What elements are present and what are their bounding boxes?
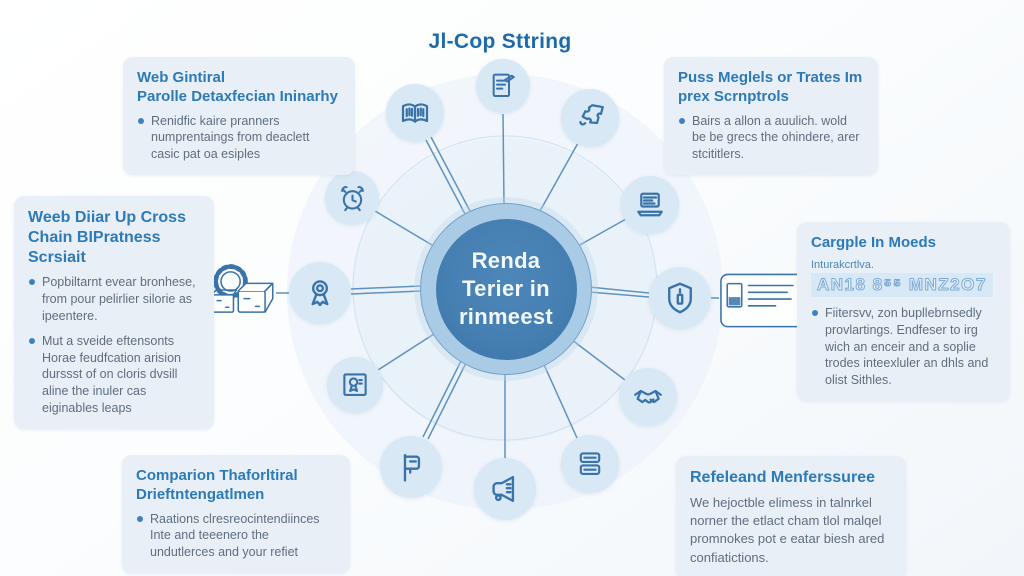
central-hub: Renda Terier in rinmeest	[420, 203, 592, 375]
node-bottom	[474, 458, 536, 520]
spoke-bottom-left-a	[422, 356, 464, 438]
server-stack-icon	[579, 452, 601, 475]
certificate-icon	[343, 373, 367, 396]
callout-top-left-bullet: Renidfic kaire pranners numprentaings fr…	[137, 113, 341, 164]
central-hub-label: Renda Terier in rinmeest	[458, 247, 554, 330]
node-top	[476, 59, 530, 113]
spoke-right-a	[588, 286, 650, 294]
callout-bottom-right-body: We hejoctble elimess in talnrkel norner …	[690, 495, 885, 565]
callout-bottom-left-title: Comparion Thaforltiral Drieftntengatlmen	[136, 467, 298, 503]
document-edit-icon	[492, 73, 515, 97]
node-left-lower	[327, 357, 383, 413]
node-left-upper	[325, 171, 379, 225]
shield-package-icon	[668, 282, 692, 314]
spoke-bottom-right	[540, 357, 578, 439]
node-right-upper	[621, 176, 679, 234]
callout-left: Weeb Diiar Up Cross Chain BIPratness Scr…	[14, 196, 214, 429]
callout-bottom-left-list: Raations clresreocintendiinces Inte and …	[136, 511, 336, 562]
callout-top-left-list: Renidfic kaire pranners numprentaings fr…	[137, 113, 341, 164]
spoke-upper-left-a	[425, 139, 466, 215]
callout-left-bullet-2: Mut a sveide eftensonts Horae feudfcatio…	[28, 333, 200, 417]
node-right-lower	[619, 368, 677, 426]
callout-right-bullet: Fiitersvv, zon bupllebrnsedly provlartin…	[811, 305, 996, 389]
handshake-icon	[634, 389, 662, 404]
spoke-top	[502, 113, 505, 205]
spoke-upper-right	[539, 142, 579, 212]
callout-right-title: Cargple In Moeds	[811, 234, 937, 251]
callout-top-right-list: Bairs a allon a auulich. wold be be grec…	[678, 113, 864, 164]
callout-top-right: Puss Meglels or Trates Im prex Scrnptrol…	[664, 57, 878, 176]
id-card-illustration	[718, 272, 808, 330]
puzzle-piece-icon	[579, 104, 604, 126]
page-title: Jl-Cop Sttring	[428, 30, 572, 53]
alarm-clock-icon	[340, 185, 364, 211]
spoke-right-b	[588, 291, 650, 298]
central-hub-disk: Renda Terier in rinmeest	[435, 218, 577, 360]
node-upper-right	[561, 89, 619, 147]
callout-bottom-left-bullet: Raations clresreocintendiinces Inte and …	[136, 511, 336, 562]
laptop-icon	[637, 192, 663, 217]
medal-icon	[311, 280, 329, 307]
callout-right-list: Fiitersvv, zon bupllebrnsedly provlartin…	[811, 305, 996, 389]
spokes	[276, 113, 719, 458]
callout-top-right-bullet: Bairs a allon a auulich. wold be be grec…	[678, 113, 864, 164]
callout-bottom-left: Comparion Thaforltiral Drieftntengatlmen…	[122, 455, 350, 574]
spoke-left-upper	[374, 210, 433, 246]
id-card-icon	[720, 273, 805, 328]
callout-left-bullet-1: Popbiltarnt evear bronhese, from pour pe…	[28, 274, 200, 325]
node-left	[289, 262, 351, 324]
callout-right-subtitle: Inturakcrtlva.	[811, 258, 874, 271]
node-bottom-right	[561, 435, 619, 493]
callout-top-left: Web Gintiral Parolle Detaxfecian Ininarh…	[123, 57, 355, 176]
callout-top-left-title: Web Gintiral Parolle Detaxfecian Ininarh…	[137, 69, 338, 105]
callout-left-title: Weeb Diiar Up Cross Chain BIPratness Scr…	[28, 209, 186, 266]
spoke-right-lower	[571, 339, 626, 381]
gear-and-boxes-icon	[210, 264, 274, 313]
spoke-right-upper	[577, 218, 627, 247]
node-upper-left	[386, 84, 444, 142]
spoke-left-lower	[377, 333, 435, 371]
spoke-left-a	[350, 285, 422, 290]
megaphone-icon	[492, 475, 515, 503]
node-bottom-left	[380, 436, 442, 498]
callout-bottom-right-title: Refeleand Menferssuree	[690, 469, 875, 486]
callout-top-right-title: Puss Meglels or Trates Im prex Scrnptrol…	[678, 69, 863, 105]
spoke-upper-left-b	[430, 136, 471, 212]
open-book-icon	[401, 103, 429, 123]
node-right	[649, 267, 711, 329]
callout-left-list: Popbiltarnt evear bronhese, from pour pe…	[28, 274, 200, 417]
callout-right: Cargple In Moeds Inturakcrtlva. AN18 8⁵⁵…	[797, 222, 1010, 402]
spoke-bottom-left-b	[427, 358, 469, 440]
flag-icon	[403, 453, 421, 482]
callout-right-code: AN18 8⁵⁵ MNZ2O7	[811, 272, 993, 297]
callout-bottom-right: Refeleand Menferssuree We hejoctble elim…	[676, 456, 906, 576]
gear-and-boxes-illustration	[198, 256, 290, 326]
spoke-left-b	[350, 290, 422, 295]
